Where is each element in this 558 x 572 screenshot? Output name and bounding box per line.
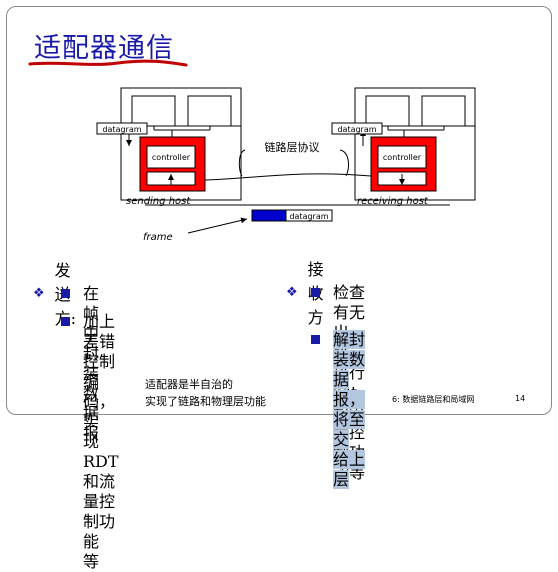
adapter-caption: 适配器是半自治的 实现了链路和物理层功能 [145, 378, 266, 408]
receiver-item-2: 解封装数据报，将至交 给上层 [311, 330, 366, 490]
diamond-bullet-icon: ❖ [33, 285, 45, 301]
highlighted-text: 给上层 [333, 450, 366, 489]
receiving-cpu-block [421, 95, 466, 127]
receiving-controller-box [377, 145, 427, 169]
page-number: 14 [515, 394, 526, 403]
square-bullet-icon [311, 288, 320, 297]
frame-header [251, 209, 287, 222]
slide-title: 适配器通信 [34, 33, 174, 64]
sending-host: datagram controller sending host [96, 87, 242, 207]
sending-datagram-label: datagram [102, 125, 141, 134]
receiving-controller-label: controller [383, 153, 422, 162]
receiving-datagram-box [331, 122, 383, 135]
frame-packet: datagram [251, 209, 333, 222]
sending-controller-label: controller [152, 153, 191, 162]
link-protocol-label: 链路层协议 [265, 140, 320, 154]
receiving-host-label: receiving host [357, 196, 429, 207]
footer-text: 6: 数据链路层和局域网 [392, 395, 475, 404]
title-underline [28, 59, 188, 67]
receiving-memory-block [365, 95, 410, 127]
square-bullet-icon [61, 289, 70, 298]
frame-label: frame [143, 232, 173, 243]
receiving-datagram-label: datagram [337, 125, 376, 134]
frame-datagram-label: datagram [289, 212, 328, 221]
square-bullet-icon [61, 317, 70, 326]
square-bullet-icon [311, 335, 320, 344]
link-cable [204, 173, 372, 181]
highlighted-text: 解封装数据报，将至交 [333, 330, 366, 449]
sending-host-label: sending host [126, 196, 191, 207]
sending-memory-block [131, 95, 176, 127]
sender-item-2: 加上差错控制编码，实 现RDT和流量控制功能 等 [61, 312, 119, 572]
sending-datagram-box [96, 122, 148, 135]
sending-controller-box [146, 145, 196, 169]
sending-cpu-block [187, 95, 232, 127]
frame-pointer-arrow [187, 217, 248, 234]
diamond-bullet-icon: ❖ [286, 284, 298, 300]
receiving-host: datagram controller receiving host [331, 87, 476, 207]
adapter-diagram: datagram controller sending host datagra… [96, 87, 476, 243]
frame-datagram-box [285, 209, 333, 222]
